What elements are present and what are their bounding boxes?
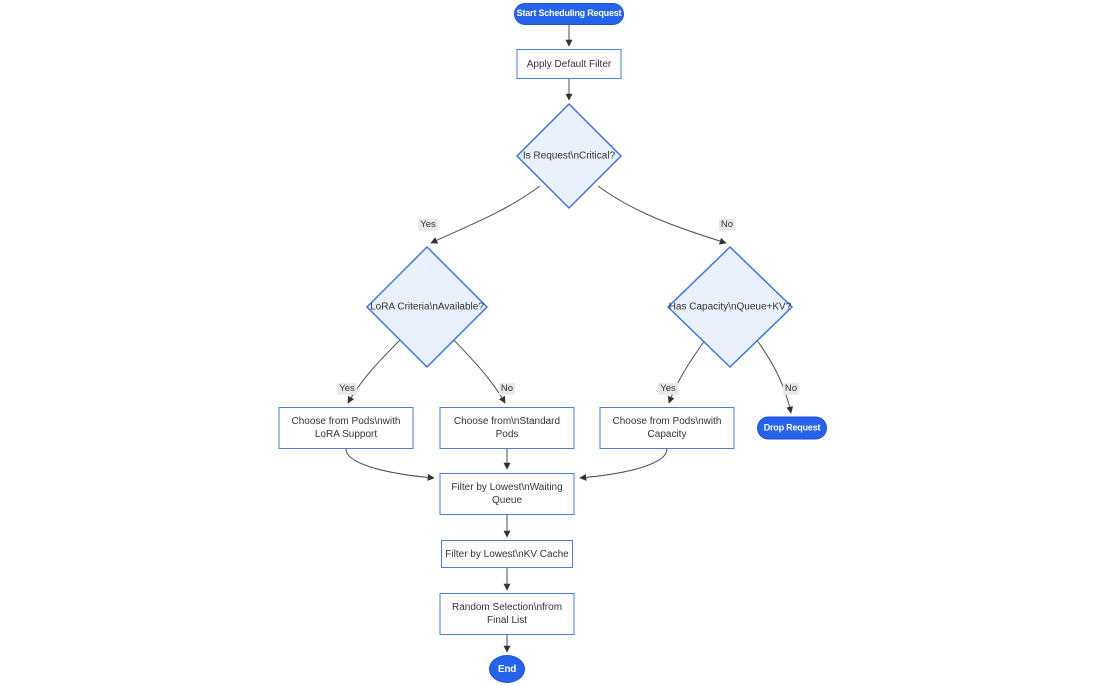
node-drop-request: Drop Request xyxy=(757,416,827,440)
node-choose-lora-pods: Choose from Pods\nwith LoRA Support xyxy=(278,407,414,449)
node-has-capacity-label: Has Capacity\nQueue+KV? xyxy=(668,301,792,313)
edge-choose-lora-to-filter-queue xyxy=(345,448,435,481)
edge-critical-yes-to-lora xyxy=(430,185,541,244)
node-end-label: End xyxy=(497,663,517,675)
edge-label-lora-no: No xyxy=(498,382,516,396)
node-is-critical-label: Is Request\nCritical? xyxy=(522,150,616,162)
edge-critical-no-to-capacity xyxy=(597,185,727,245)
node-filter-kv-cache-label: Filter by Lowest\nKV Cache xyxy=(445,548,569,560)
edge-lora-no-to-choose-standard xyxy=(449,335,506,404)
node-choose-standard-pods-label: Choose from\nStandard Pods xyxy=(453,416,561,440)
node-random-selection: Random Selection\nfrom Final List xyxy=(439,593,575,635)
node-choose-lora-pods-label: Choose from Pods\nwith LoRA Support xyxy=(291,416,401,440)
node-start-label: Start Scheduling Request xyxy=(516,8,622,19)
node-choose-capacity-pods: Choose from Pods\nwith Capacity xyxy=(599,407,735,449)
node-start: Start Scheduling Request xyxy=(514,3,624,25)
node-apply-default-filter: Apply Default Filter xyxy=(516,49,622,79)
node-filter-waiting-queue-label: Filter by Lowest\nWaiting Queue xyxy=(451,482,563,506)
node-lora-criteria-label: LoRA Criteria\nAvailable? xyxy=(370,301,484,313)
node-random-selection-label: Random Selection\nfrom Final List xyxy=(451,602,563,626)
node-choose-standard-pods: Choose from\nStandard Pods xyxy=(439,407,575,449)
edge-label-critical-yes: Yes xyxy=(418,218,438,232)
decision-has-capacity-shape xyxy=(666,245,794,369)
node-choose-capacity-pods-label: Choose from Pods\nwith Capacity xyxy=(612,416,722,440)
node-filter-waiting-queue: Filter by Lowest\nWaiting Queue xyxy=(439,473,575,515)
edge-label-critical-no: No xyxy=(718,218,736,232)
edge-label-capacity-yes: Yes xyxy=(658,382,678,396)
edge-capacity-no-to-drop xyxy=(753,335,794,414)
edge-label-capacity-no: No xyxy=(782,382,800,396)
node-apply-default-filter-label: Apply Default Filter xyxy=(526,58,612,70)
decision-is-critical-shape xyxy=(515,102,623,210)
edge-lora-yes-to-choose-lora xyxy=(347,335,405,404)
node-drop-request-label: Drop Request xyxy=(763,422,821,433)
node-filter-kv-cache: Filter by Lowest\nKV Cache xyxy=(441,540,573,568)
decision-lora-criteria-shape xyxy=(365,245,489,369)
node-end: End xyxy=(489,655,525,683)
edge-choose-capacity-to-filter-queue xyxy=(579,448,668,481)
edge-label-lora-yes: Yes xyxy=(337,382,357,396)
